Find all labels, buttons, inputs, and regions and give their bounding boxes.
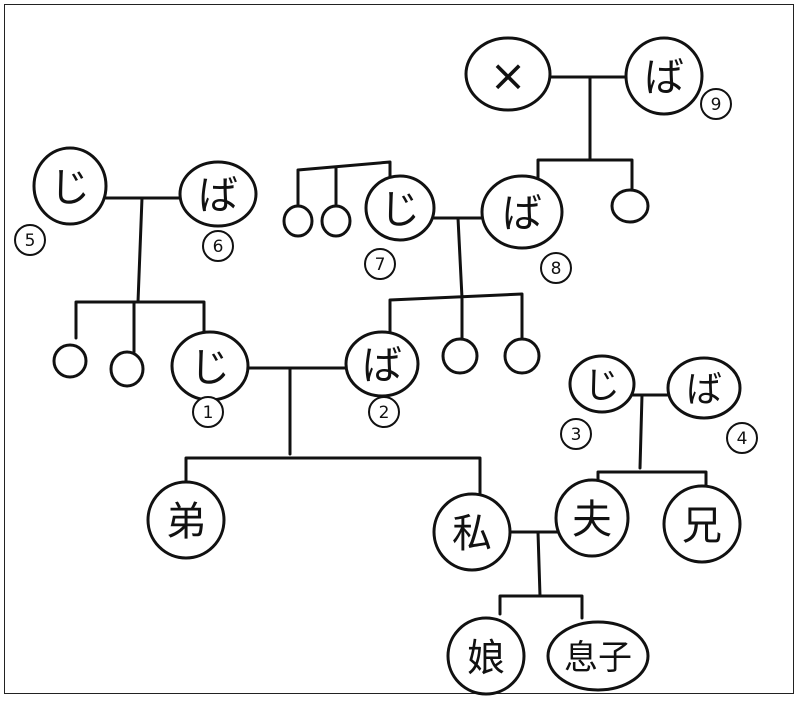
generation-number-label: 1: [203, 403, 214, 423]
generation-number-label: 3: [571, 425, 582, 445]
descent-line-ji5-ba6: [74, 196, 206, 354]
generation-number-label: 5: [25, 231, 36, 251]
unnamed-sibling-node: [109, 350, 145, 388]
descent-line-ba9: [536, 75, 634, 194]
person-circle: [503, 337, 541, 375]
person-circle: [432, 492, 512, 572]
person-node-ji5: じ5: [14, 146, 108, 256]
person-label: 娘: [467, 636, 505, 680]
descent-line-ji1-ba2: [184, 366, 482, 500]
unnamed-sibling-node: [610, 188, 650, 224]
person-circle: [666, 356, 742, 420]
generation-number-circle: [368, 396, 400, 428]
generation-number-label: 4: [737, 429, 748, 449]
generation-number-circle: [364, 248, 396, 280]
person-circle: [480, 174, 564, 250]
person-label: じ: [584, 366, 620, 407]
person-circle: [146, 480, 226, 560]
person-circle: [624, 36, 704, 116]
generation-number-circle: [192, 396, 224, 428]
person-node-otouto: 弟: [146, 480, 226, 560]
person-node-ba2: ば2: [344, 330, 420, 428]
person-circle: [344, 330, 420, 398]
generation-number-circle: [700, 88, 732, 120]
descent-line-ji7-ba8: [388, 216, 524, 344]
person-node-ji3: じ3: [560, 354, 636, 450]
person-label: ば: [362, 343, 402, 389]
person-label: 弟: [166, 499, 206, 545]
generation-number-label: 9: [711, 95, 722, 115]
person-circle: [446, 616, 526, 696]
descent-line-ji3-ba4: [596, 393, 708, 494]
generation-number-label: 2: [379, 403, 390, 423]
person-node-musume: 娘: [446, 616, 526, 696]
person-node-ba4: ば4: [666, 356, 758, 454]
connector-lines: [74, 75, 708, 620]
person-circle: [464, 36, 552, 112]
unnamed-sibling-node: [282, 204, 314, 238]
generation-number-label: 7: [375, 255, 386, 275]
unnamed-sibling-node: [52, 343, 88, 379]
person-node-ji1: じ1: [170, 330, 250, 428]
person-circle: [441, 337, 479, 375]
unnamed-sibling-node: [320, 204, 352, 238]
person-node-ji7: じ7: [364, 174, 436, 280]
person-node-musuko: 息子: [546, 620, 650, 692]
descent-line-watashi-otto: [498, 530, 584, 620]
person-node-ani: 兄: [662, 484, 742, 564]
person-circle: [610, 188, 650, 224]
person-circle: [320, 204, 352, 238]
generation-number-circle: [540, 252, 572, 284]
generation-number-label: 8: [551, 259, 562, 279]
generation-number-circle: [726, 422, 758, 454]
person-label: 息子: [564, 638, 632, 678]
person-label: ば: [502, 191, 542, 237]
person-circle: [282, 204, 314, 238]
person-node-ba6: ば6: [178, 160, 258, 262]
person-circle: [178, 160, 258, 228]
generation-number-label: 6: [213, 237, 224, 257]
person-node-x: ×: [464, 36, 552, 112]
person-circle: [662, 484, 742, 564]
person-label: ×: [490, 51, 527, 102]
person-label: じ: [190, 345, 230, 391]
person-node-watashi: 私: [432, 492, 512, 572]
generation-number-circle: [14, 224, 46, 256]
person-circle: [568, 354, 636, 414]
diagram-frame: [4, 4, 794, 694]
unnamed-sibling-node: [441, 337, 479, 375]
person-label: じ: [380, 187, 420, 233]
person-label: ば: [198, 173, 238, 219]
unnamed-sibling-node: [503, 337, 541, 375]
person-label: ば: [644, 55, 684, 101]
person-label: 夫: [572, 497, 612, 543]
person-nodes: ×ば9じ5ば6じ7ば8じ1ば2じ3ば4弟私夫兄娘息子: [14, 36, 758, 696]
sibling-line-ji7: [296, 160, 392, 207]
person-circle: [364, 174, 436, 242]
person-label: じ: [50, 165, 90, 211]
person-label: 私: [452, 511, 492, 557]
person-node-ba8: ば8: [480, 174, 572, 284]
generation-number-circle: [202, 230, 234, 262]
person-circle: [32, 146, 108, 226]
person-circle: [109, 350, 145, 388]
person-label: 兄: [682, 503, 722, 549]
person-label: ば: [686, 370, 722, 411]
person-node-otto: 夫: [554, 478, 630, 558]
person-circle: [52, 343, 88, 379]
person-circle: [546, 620, 650, 692]
generation-number-circle: [560, 418, 592, 450]
person-node-ba9: ば9: [624, 36, 732, 120]
person-circle: [554, 478, 630, 558]
